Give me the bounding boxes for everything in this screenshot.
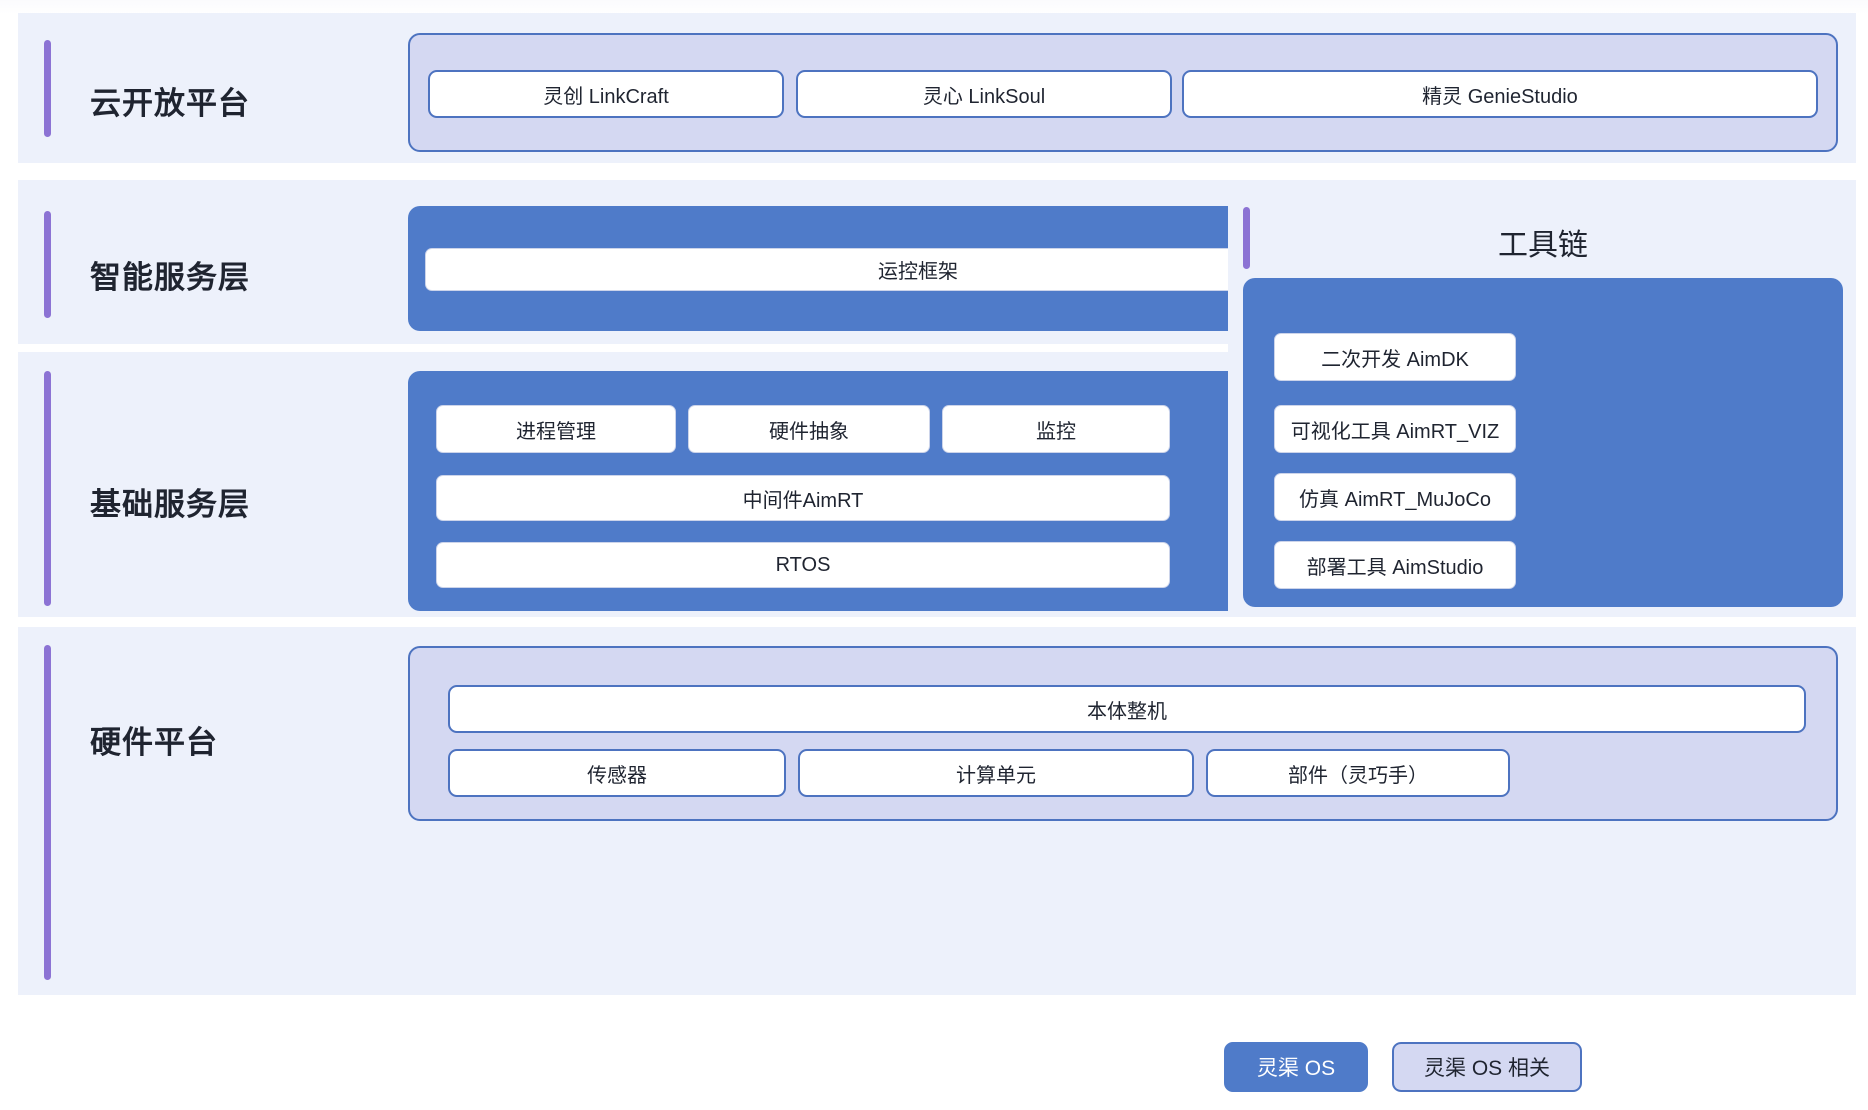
accent-bar-toolchain bbox=[1243, 207, 1250, 269]
chip-aimdk[interactable]: 二次开发 AimDK bbox=[1274, 333, 1516, 381]
chip-aimstudio[interactable]: 部署工具 AimStudio bbox=[1274, 541, 1516, 589]
row-label-base-service-layer: 基础服务层 bbox=[90, 487, 250, 522]
row-label-cloud-open-platform: 云开放平台 bbox=[90, 86, 250, 121]
chip-compute-unit[interactable]: 计算单元 bbox=[798, 749, 1194, 797]
legend-lingqu-os: 灵渠 OS bbox=[1224, 1042, 1368, 1092]
chip-dexterous-hand[interactable]: 部件（灵巧手） bbox=[1206, 749, 1510, 797]
chip-geniestudio[interactable]: 精灵 GenieStudio bbox=[1182, 70, 1818, 118]
legend-lingqu-os-related: 灵渠 OS 相关 bbox=[1392, 1042, 1582, 1092]
chip-hardware-abstraction[interactable]: 硬件抽象 bbox=[688, 405, 930, 453]
chip-process-management[interactable]: 进程管理 bbox=[436, 405, 676, 453]
toolchain-title: 工具链 bbox=[1498, 229, 1588, 262]
row-label-intelligent-service-layer: 智能服务层 bbox=[90, 260, 250, 295]
chip-aimrt-viz[interactable]: 可视化工具 AimRT_VIZ bbox=[1274, 405, 1516, 453]
row-label-hardware-platform: 硬件平台 bbox=[90, 725, 218, 760]
chip-monitoring[interactable]: 监控 bbox=[942, 405, 1170, 453]
accent-bar-cloud-open-platform bbox=[44, 40, 51, 137]
chip-middleware-aimrt[interactable]: 中间件AimRT bbox=[436, 475, 1170, 521]
accent-bar-base-service-layer bbox=[44, 371, 51, 606]
chip-aimrt-mujoco[interactable]: 仿真 AimRT_MuJoCo bbox=[1274, 473, 1516, 521]
top-fade bbox=[0, 0, 1868, 14]
accent-bar-intelligent-service-layer bbox=[44, 211, 51, 318]
chip-linkcraft[interactable]: 灵创 LinkCraft bbox=[428, 70, 784, 118]
accent-bar-hardware-platform bbox=[44, 645, 51, 980]
chip-rtos[interactable]: RTOS bbox=[436, 542, 1170, 588]
chip-sensor[interactable]: 传感器 bbox=[448, 749, 786, 797]
chip-linksoul[interactable]: 灵心 LinkSoul bbox=[796, 70, 1172, 118]
chip-whole-machine[interactable]: 本体整机 bbox=[448, 685, 1806, 733]
